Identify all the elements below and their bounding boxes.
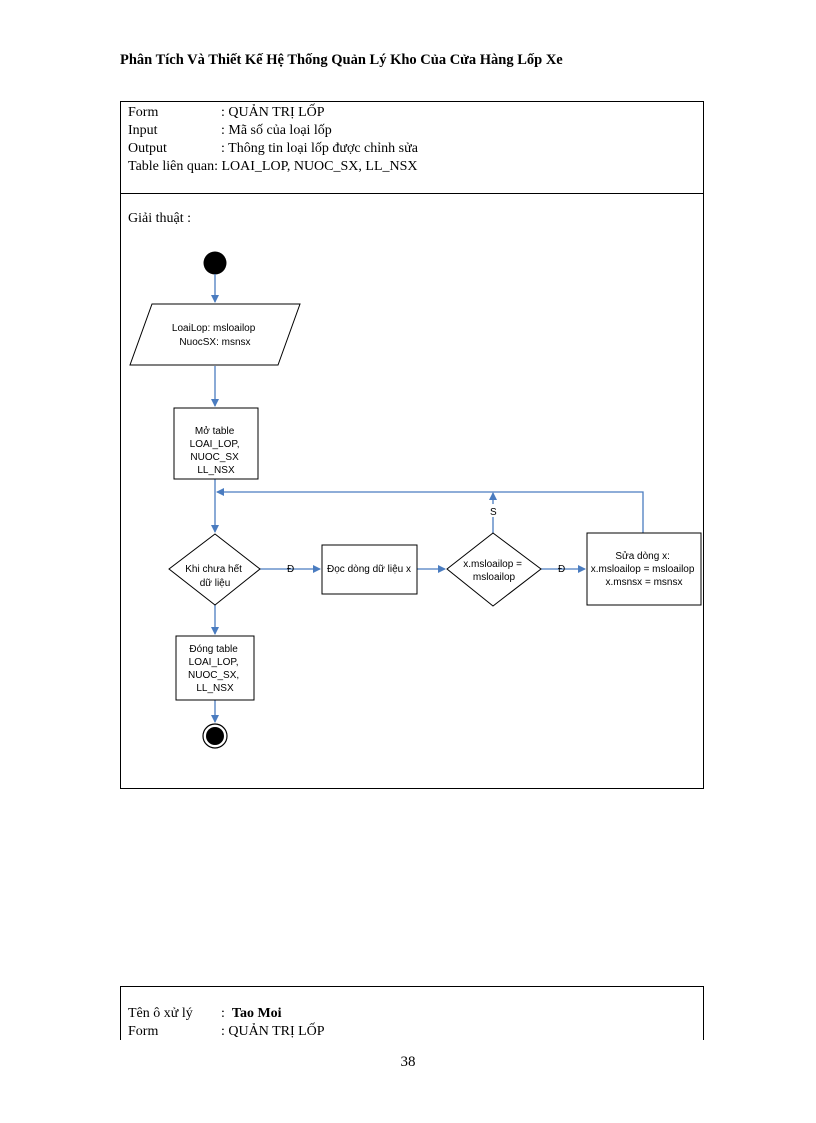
input-line: LoaiLop: msloailop xyxy=(172,323,256,334)
next-spec-table: Tên ô xử lý: Tao Moi Form : QUẢN TRỊ LỐP xyxy=(120,986,704,1040)
spec-row-output: Output : Thông tin loại lốp được chỉnh sử… xyxy=(128,140,418,158)
open-table-box xyxy=(173,407,259,480)
flowchart: LoaiLop: msloailop NuocSX: msnsx Mở tabl… xyxy=(129,251,702,749)
spec-key: Input xyxy=(128,123,158,138)
input-text: LoaiLop: msloailop NuocSX: msnsx xyxy=(172,323,258,348)
close-line: LOAI_LOP, xyxy=(189,657,239,668)
page-number: 38 xyxy=(400,1054,416,1070)
input-parallelogram xyxy=(129,303,301,366)
check-line: x.msloailop = xyxy=(463,559,522,570)
close-line: NUOC_SX, xyxy=(188,670,239,681)
spec-key: Form xyxy=(128,105,159,120)
open-line: LOAI_LOP, xyxy=(190,439,240,450)
spec-value: : Thông tin loại lốp được chỉnh sửa xyxy=(221,141,418,156)
connectors xyxy=(211,274,644,723)
page-header-title: Phân Tích Và Thiết Kế Hệ Thống Quản Lý K… xyxy=(120,52,563,68)
loop-line: dữ liệu xyxy=(200,578,231,589)
spec-colon: : xyxy=(221,1006,232,1021)
check-line: msloailop xyxy=(473,572,516,583)
read-row-text: Đọc dòng dữ liệu x xyxy=(327,564,411,575)
yes-label-loop: Đ xyxy=(287,564,294,575)
spec-value: Tao Moi xyxy=(231,1006,282,1021)
update-row-text: Sửa dòng x: x.msloailop = msloailop x.ms… xyxy=(591,550,697,588)
spec-value: : LOAI_LOP, NUOC_SX, LL_NSX xyxy=(214,159,418,174)
spec-key: Output xyxy=(128,141,167,156)
next-spec-row-form: Form : QUẢN TRỊ LỐP xyxy=(128,1023,325,1041)
update-row-box xyxy=(586,532,702,606)
end-node xyxy=(206,727,224,745)
loop-decision-diamond xyxy=(168,533,261,606)
open-line: NUOC_SX xyxy=(190,452,239,463)
update-line: Sửa dòng x: xyxy=(615,550,670,562)
open-line: Mở table xyxy=(195,425,235,437)
input-line: NuocSX: msnsx xyxy=(179,337,250,348)
spec-key: Tên ô xử lý xyxy=(128,1006,193,1021)
spec-value: : QUẢN TRỊ LỐP xyxy=(221,105,325,120)
arrow-update-loop-back xyxy=(216,488,644,533)
close-table-text: Đóng table LOAI_LOP, NUOC_SX, LL_NSX xyxy=(188,644,242,694)
update-line: x.msnsx = msnsx xyxy=(606,577,683,588)
spec-value: : Mã số của loại lốp xyxy=(221,123,332,138)
spec-row-form: Form : QUẢN TRỊ LỐP xyxy=(128,104,325,122)
start-node xyxy=(203,251,227,275)
algorithm-label: Giải thuật : xyxy=(128,211,191,226)
loop-line: Khi chưa hết xyxy=(185,563,242,575)
read-row-box xyxy=(321,544,418,595)
spec-info-section: Form : QUẢN TRỊ LỐP Input : Mã số của loại… xyxy=(121,102,703,194)
spec-key: Form xyxy=(128,1024,159,1039)
next-spec-row-name: Tên ô xử lý: Tao Moi xyxy=(128,1005,282,1023)
open-table-text: Mở table LOAI_LOP, NUOC_SX LL_NSX xyxy=(190,425,243,476)
yes-label-match: Đ xyxy=(558,564,565,575)
spec-row-input: Input : Mã số của loại lốp xyxy=(128,122,332,140)
match-decision-text: x.msloailop = msloailop xyxy=(463,559,524,583)
update-line: x.msloailop = msloailop xyxy=(591,564,695,575)
spec-value: : QUẢN TRỊ LỐP xyxy=(221,1024,325,1039)
open-line: LL_NSX xyxy=(197,465,235,476)
spec-table: Form : QUẢN TRỊ LỐP Input : Mã số của loại… xyxy=(120,101,704,789)
close-line: Đóng table xyxy=(189,644,238,655)
match-decision-diamond xyxy=(446,532,542,607)
spec-row-tables: Table liên quan: LOAI_LOP, NUOC_SX, LL_N… xyxy=(128,158,418,176)
no-label-match: S xyxy=(490,507,497,518)
close-line: LL_NSX xyxy=(196,683,234,694)
spec-key: Table liên quan xyxy=(128,159,215,174)
close-table-box xyxy=(175,635,255,701)
loop-decision-text: Khi chưa hết dữ liệu xyxy=(185,563,245,589)
